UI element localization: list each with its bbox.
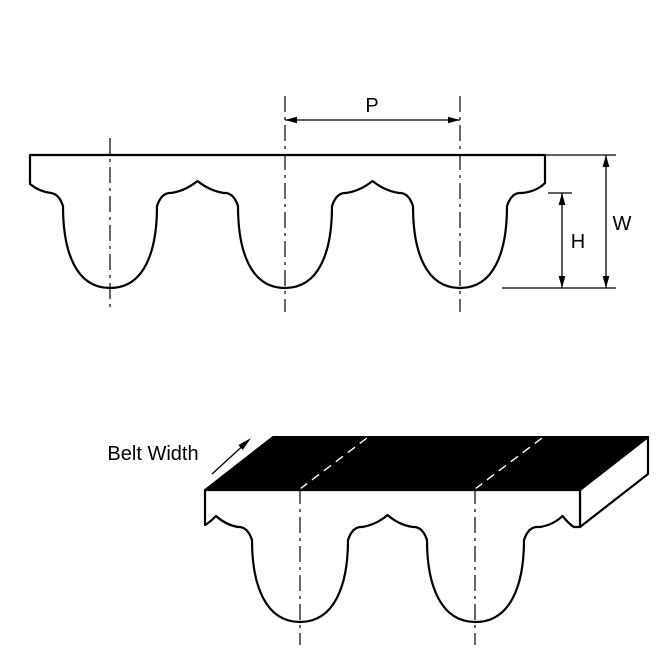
belt-top-face xyxy=(204,436,649,491)
belt-width-annotation: Belt Width xyxy=(107,438,251,475)
height-label: H xyxy=(571,231,585,253)
isometric-view: Belt Width xyxy=(107,435,650,645)
width-arrow-top-icon xyxy=(602,155,610,167)
belt-profile-outline xyxy=(28,153,547,290)
belt-front-profile xyxy=(203,488,582,624)
profile-view: P W H xyxy=(28,95,632,312)
width-label: W xyxy=(613,213,632,235)
pitch-label: P xyxy=(365,95,378,117)
pitch-arrow-left-icon xyxy=(285,116,297,124)
pitch-dimension: P xyxy=(285,95,460,124)
width-dimension: W xyxy=(602,155,632,288)
pitch-arrow-right-icon xyxy=(448,116,460,124)
height-dimension: H xyxy=(558,193,585,288)
belt-width-label: Belt Width xyxy=(107,443,198,465)
height-arrow-bottom-icon xyxy=(558,276,566,288)
height-arrow-top-icon xyxy=(558,193,566,205)
width-arrow-bottom-icon xyxy=(602,276,610,288)
belt-width-arrow-icon xyxy=(238,438,251,450)
